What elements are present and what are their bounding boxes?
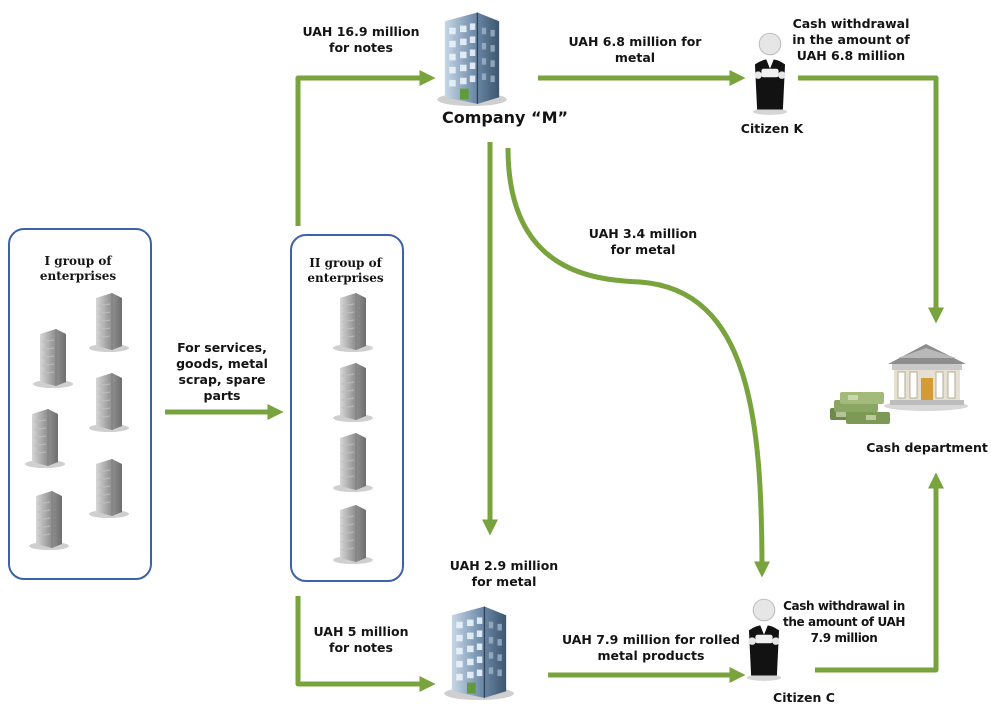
flow-label-group2-to-bottom-company: UAH 5 million for notes xyxy=(313,624,409,655)
enterprise-building-icon xyxy=(26,488,72,552)
group-1-label: I group of enterprises xyxy=(39,254,117,283)
enterprise-building-icon xyxy=(30,326,76,390)
enterprise-building-icon xyxy=(330,360,376,424)
enterprise-building-icon xyxy=(86,456,132,520)
arrow-company-m-to-citizen-c xyxy=(505,147,770,578)
arrow-citizen-k-to-cash-department xyxy=(798,75,945,324)
citizen-k-label: Citizen K xyxy=(740,121,804,136)
bank-building-icon xyxy=(884,344,968,411)
flow-label-group1-to-group2: For services, goods, metal scrap, spare … xyxy=(176,340,268,403)
company-m-building-icon xyxy=(432,6,512,106)
flow-label-company-m-to-citizen-c: UAH 3.4 million for metal xyxy=(588,226,698,257)
cash-stack-icon xyxy=(830,392,890,424)
citizen-c-label: Citizen C xyxy=(773,690,835,705)
flow-label-citizen-k-withdrawal: Cash withdrawal in the amount of UAH 6.8… xyxy=(792,16,910,63)
arrow-group2-to-bottom-company xyxy=(295,596,436,692)
flow-label-group2-to-company-m: UAH 16.9 million for notes xyxy=(302,24,420,55)
group-1-box xyxy=(8,228,152,580)
flow-label-company-m-to-bottom-company: UAH 2.9 million for metal xyxy=(449,558,559,589)
flow-label-citizen-c-withdrawal: Cash withdrawal in the amount of UAH 7.9… xyxy=(783,599,905,645)
enterprise-building-icon xyxy=(330,290,376,354)
arrow-citizen-c-to-cash-department xyxy=(815,472,944,673)
enterprise-building-icon xyxy=(22,406,68,470)
flow-label-company-m-to-citizen-k: UAH 6.8 million for metal xyxy=(568,34,702,65)
arrow-group2-to-company-m xyxy=(295,69,436,226)
enterprise-building-icon xyxy=(330,430,376,494)
enterprise-building-icon xyxy=(86,370,132,434)
group-2-label: II group of enterprises xyxy=(307,256,384,285)
flow-label-bottom-company-to-citizen-c: UAH 7.9 million for rolled metal product… xyxy=(561,632,741,663)
enterprise-building-icon xyxy=(330,502,376,566)
cash-department-label: Cash department xyxy=(866,440,988,455)
bottom-company-building-icon xyxy=(440,600,518,700)
enterprise-building-icon xyxy=(86,290,132,354)
company-m-label: Company “M” xyxy=(442,108,568,127)
